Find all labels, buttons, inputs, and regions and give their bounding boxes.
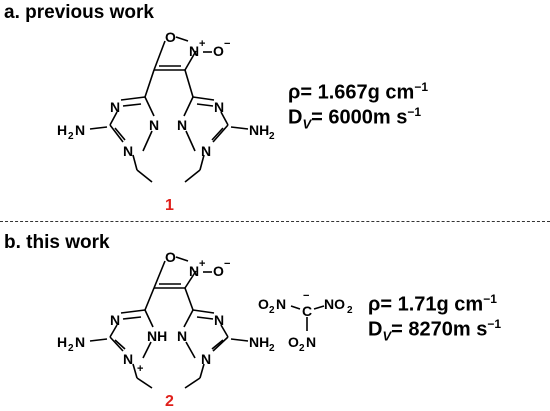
charge-minus: − xyxy=(224,38,230,50)
charge-plus-triazolium: + xyxy=(137,363,143,375)
atom-o-oxide: O xyxy=(213,263,224,279)
amine-left-n: N xyxy=(75,122,85,138)
atom-n-right-3: N xyxy=(201,143,211,159)
detonation-velocity-1: DV= 6000m s−1 xyxy=(288,105,422,132)
no2-right-n: NO xyxy=(324,296,345,312)
atom-o-ring: O xyxy=(165,249,176,265)
amine-left-sub: 2 xyxy=(68,343,74,354)
section-a-title: a. previous work xyxy=(4,2,154,23)
compound-number-2: 2 xyxy=(165,393,174,408)
atom-o-ring: O xyxy=(165,29,176,45)
atom-n-ring: N xyxy=(189,263,199,279)
amine-right-sub: 2 xyxy=(269,343,275,354)
amine-left-n: N xyxy=(75,334,85,350)
atom-n-left-1: N xyxy=(110,312,120,328)
amine-left-sub: 2 xyxy=(68,131,74,142)
density-1: ρ= 1.667g cm−1 xyxy=(288,80,429,104)
amine-right-sub: 2 xyxy=(269,131,275,142)
no2-left-n: N xyxy=(276,296,286,312)
atom-n-left-2: N xyxy=(149,117,159,133)
charge-plus: + xyxy=(199,258,205,270)
atom-n-right-1: N xyxy=(214,312,224,328)
atom-n-right-2: N xyxy=(177,328,187,344)
atom-n-right-1: N xyxy=(214,99,224,115)
atom-n-ring: N xyxy=(189,43,199,59)
carbon-center: C xyxy=(302,303,312,319)
charge-plus: + xyxy=(199,38,205,50)
compound-number-1: 1 xyxy=(165,197,174,214)
atom-n-right-3: N xyxy=(201,351,211,367)
amine-left-h: H xyxy=(57,334,67,350)
no2-bottom-sub: 2 xyxy=(299,343,305,354)
atom-n-left-3: N xyxy=(123,143,133,159)
charge-minus: − xyxy=(224,258,230,270)
section-divider xyxy=(0,221,550,222)
section-b-title: b. this work xyxy=(4,232,110,253)
atom-n-left-3: N xyxy=(123,351,133,367)
atom-o-oxide: O xyxy=(213,43,224,59)
no2-bottom-n: N xyxy=(306,334,316,350)
amine-left-h: H xyxy=(57,122,67,138)
no2-left-sub: 2 xyxy=(269,305,275,316)
carbanion-charge: − xyxy=(303,290,309,302)
trinitromethanide-anion: O 2 N − C NO 2 O 2 N xyxy=(258,290,353,354)
no2-right-sub: 2 xyxy=(347,305,353,316)
amine-right-nh: NH xyxy=(249,122,269,138)
amine-right-nh: NH xyxy=(249,334,269,350)
density-2: ρ= 1.71g cm−1 xyxy=(368,292,497,316)
structure-compound-1: O N + O − N N N H 2 N N N N NH 2 1 xyxy=(57,29,275,214)
atom-nh-left: NH xyxy=(147,328,167,344)
no2-left-o: O xyxy=(258,296,269,312)
structure-compound-2: O N + O − N NH N + H 2 N N N N NH 2 2 xyxy=(57,249,275,408)
atom-n-right-2: N xyxy=(177,117,187,133)
detonation-velocity-2: DV= 8270m s−1 xyxy=(368,317,502,344)
no2-bottom-o: O xyxy=(288,334,299,350)
atom-n-left-1: N xyxy=(110,99,120,115)
